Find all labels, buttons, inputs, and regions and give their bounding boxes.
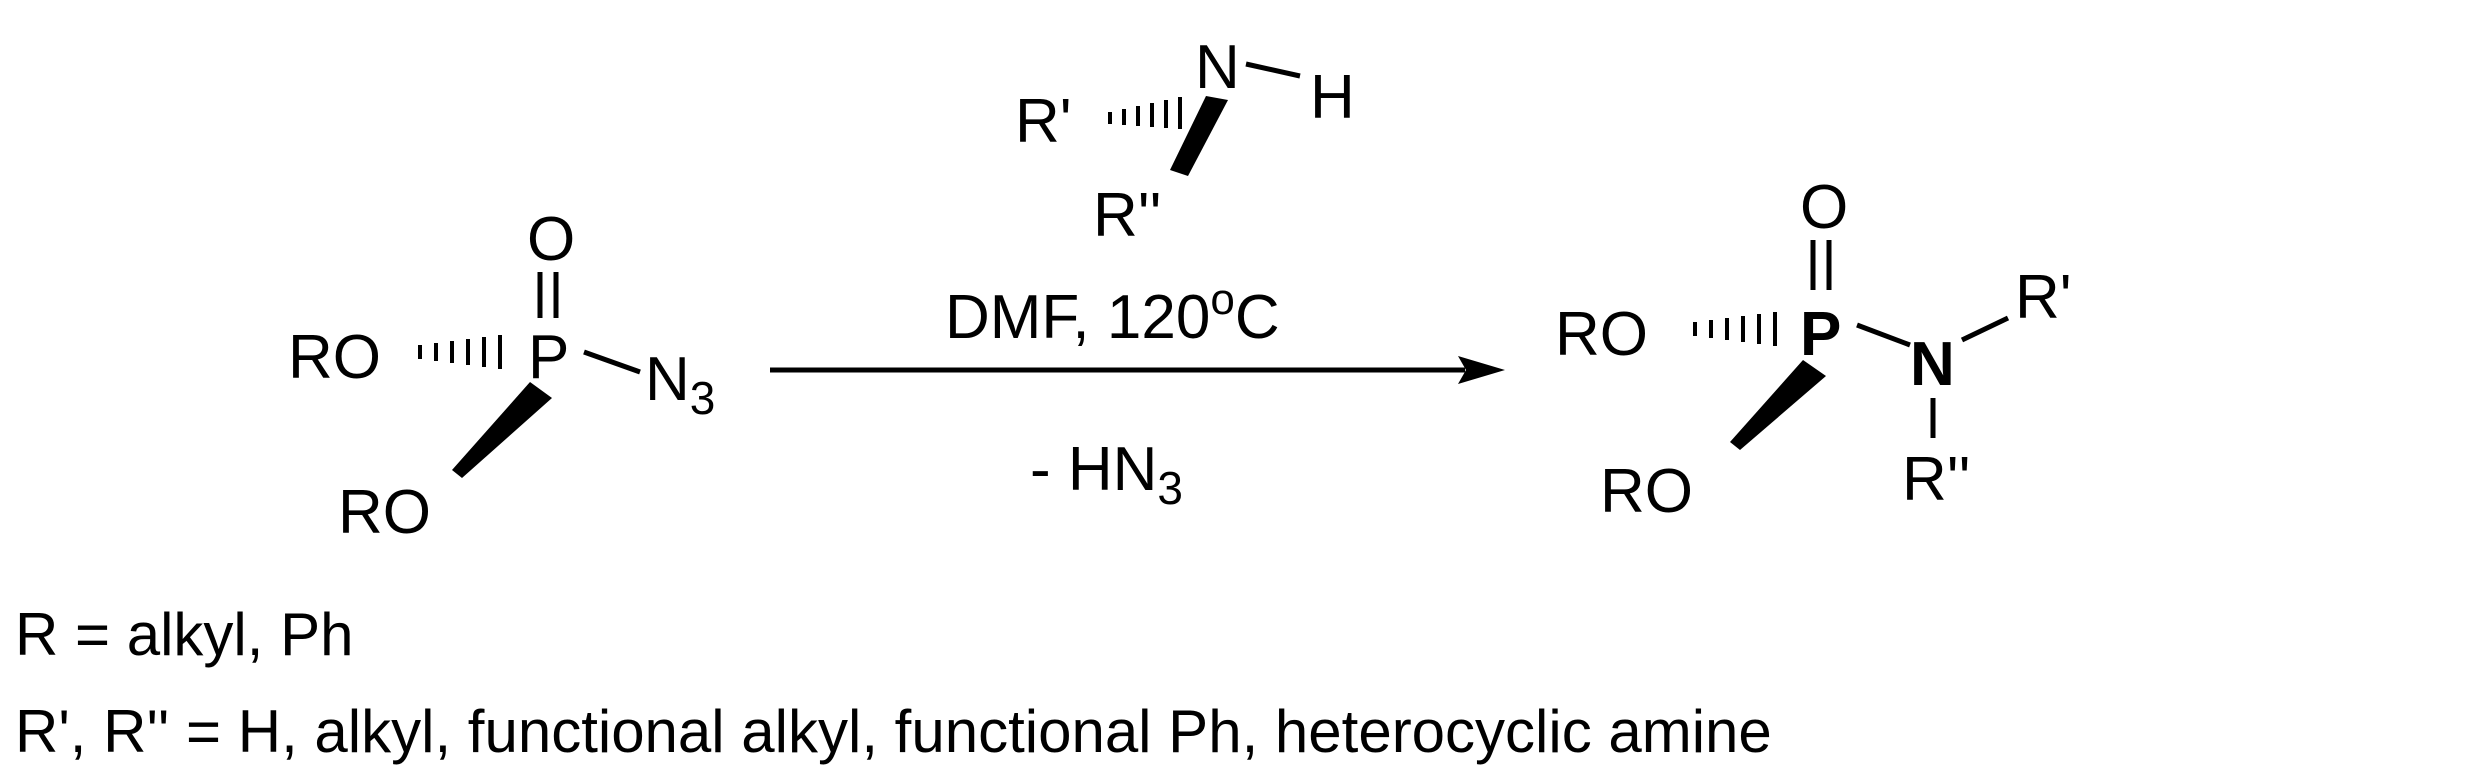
product-phosphoramidate: O RO P N R' R'' RO	[1555, 173, 2072, 526]
product-r-prime-label: R'	[2015, 263, 2072, 332]
product-ro-bottom-label: RO	[1600, 457, 1693, 526]
reagent-hashed-wedge	[1108, 97, 1182, 129]
reagent-amine: R' N H R''	[1015, 33, 1355, 250]
product-nitrogen-label: N	[1910, 330, 1955, 399]
note-r-definition: R = alkyl, Ph	[15, 601, 353, 668]
reactant-phosphoryl-azide: O RO P N3 RO	[288, 205, 715, 547]
product-hashed-wedge	[1693, 312, 1777, 346]
reagent-solid-wedge	[1170, 96, 1228, 176]
reactant-oxygen-label: O	[527, 205, 575, 274]
reactant-ro-left-label: RO	[288, 323, 381, 392]
product-ro-left-label: RO	[1555, 300, 1648, 369]
product-oxygen-label: O	[1800, 173, 1848, 242]
reactant-phosphorus-label: P	[528, 323, 569, 392]
reactant-azide-label: N3	[645, 345, 715, 424]
reagent-nh-bond	[1245, 61, 1301, 79]
arrow-head	[1458, 356, 1505, 384]
reagent-r-double-prime-label: R''	[1093, 181, 1161, 250]
reagent-hydrogen-label: H	[1310, 63, 1355, 132]
product-n-rprime-bond	[1960, 315, 2010, 343]
reactant-solid-wedge	[452, 382, 552, 478]
product-pn-bond	[1856, 322, 1911, 348]
note-r-prime-definition: R', R'' = H, alkyl, functional alkyl, fu…	[15, 698, 1772, 765]
condition-solvent-temperature: DMF, 120oC	[945, 275, 1280, 352]
reaction-arrow	[770, 356, 1505, 384]
reagent-nitrogen-label: N	[1195, 33, 1240, 102]
reagent-r-prime-label: R'	[1015, 87, 1072, 156]
reactant-ro-bottom-label: RO	[338, 478, 431, 547]
reactant-pn-bond	[583, 349, 641, 375]
condition-byproduct: - HN3	[1030, 435, 1183, 514]
product-solid-wedge	[1730, 360, 1826, 450]
product-phosphorus-label: P	[1800, 300, 1841, 369]
reactant-hashed-wedge	[418, 335, 502, 369]
product-r-double-prime-label: R''	[1902, 445, 1970, 514]
